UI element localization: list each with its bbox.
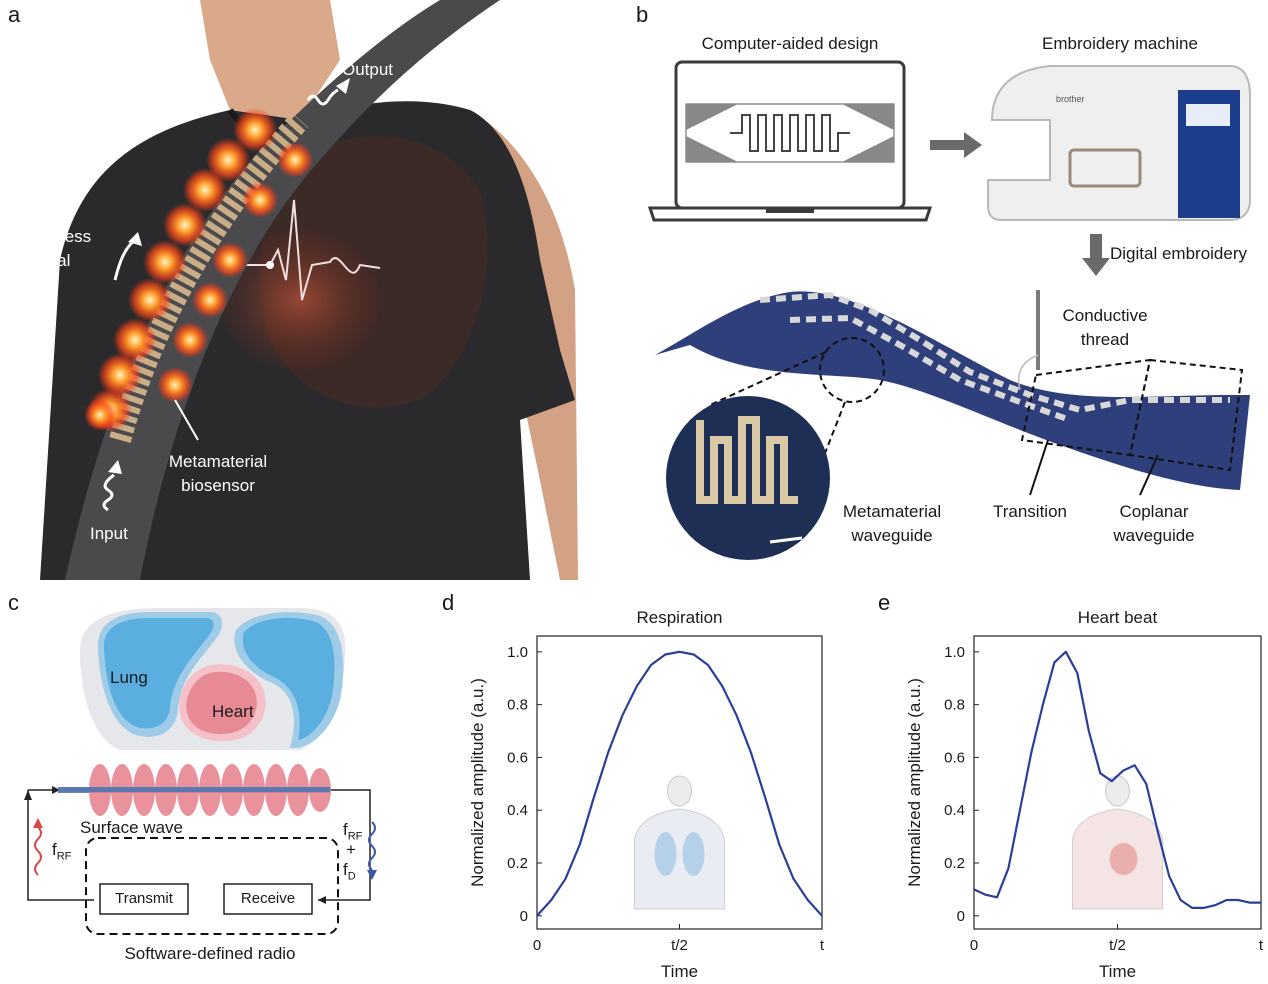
metamaterial-waveguide-label-1: Metamaterial — [842, 502, 942, 521]
chart-e-title: Heart beat — [1078, 608, 1158, 627]
f-rf-right-symbol: f — [343, 820, 348, 839]
panel-c: c Lung Heart Surface wave fRF fRF + fD T… — [0, 590, 380, 984]
conductive-thread-label-2: thread — [1080, 330, 1130, 349]
coplanar-waveguide-label-1: Coplanar — [1119, 502, 1189, 521]
heart-label: Heart — [212, 702, 254, 721]
chart-e-ytick-label: 0.8 — [944, 697, 965, 714]
panel-b: b Computer-aided design Embroidery machi… — [630, 0, 1268, 580]
f-rf-left-subscript: RF — [56, 850, 72, 863]
f-rf-right-subscript: RF — [347, 830, 363, 843]
chart-e-inset-heart — [1109, 843, 1138, 875]
receive-box — [223, 883, 313, 915]
panel-c-letter: c — [8, 590, 19, 615]
chart-e-ytick-label: 0 — [957, 908, 965, 925]
surface-wave-label: Surface wave — [80, 818, 183, 837]
digital-embroidery-label: Digital embroidery — [1110, 244, 1247, 263]
panel-e-letter: e — [878, 590, 891, 615]
panel-b-letter: b — [636, 2, 649, 27]
transmit-box — [99, 883, 189, 915]
f-rf-left-symbol: f — [52, 840, 57, 859]
panel-b-illustration — [647, 60, 1251, 560]
chart-e-frame — [973, 635, 1262, 930]
chart-e-series-line — [973, 650, 1261, 909]
chart-d-xlabel: Time — [661, 962, 698, 981]
chart-d-title: Respiration — [637, 608, 723, 627]
chart-d-inset-torso — [634, 808, 725, 910]
sdr-label: Software-defined radio — [124, 944, 296, 963]
chart-d-xtick-label: 0 — [533, 937, 541, 954]
chart-e-xtick-label: t/2 — [1109, 937, 1126, 954]
plus-label: + — [346, 840, 356, 859]
chart-e-inset-head — [1105, 775, 1130, 807]
metamaterial-biosensor-label-1: Metamaterial — [168, 452, 268, 471]
chart-d-ytick-label: 0.4 — [507, 802, 528, 819]
chart-e-xtick-label: t — [1259, 937, 1264, 954]
f-rf-left-label: fRF — [52, 838, 71, 868]
output-label: Output — [342, 60, 394, 79]
chart-d-xtick-label: t — [820, 937, 825, 954]
metamaterial-waveguide-label-2: waveguide — [851, 526, 933, 545]
f-d-symbol: f — [343, 860, 348, 879]
cad-label: Computer-aided design — [701, 34, 879, 53]
chart-e-ytick-label: 0.4 — [944, 802, 965, 819]
panel-d-letter: d — [442, 590, 455, 615]
chart-d-ylabel: Normalized amplitude (a.u.) — [468, 678, 487, 887]
chart-d-inset-lung-left — [654, 832, 677, 876]
chart-e-ylabel: Normalized amplitude (a.u.) — [905, 678, 924, 887]
chart-d-ytick-label: 0 — [520, 908, 528, 925]
chart-d-xtick-label: t/2 — [671, 937, 688, 954]
chart-e-xtick-label: 0 — [970, 937, 978, 954]
chart-e-xlabel: Time — [1099, 962, 1136, 981]
chart-d-inset-lung-right — [682, 832, 705, 876]
chart-e-ytick-label: 1.0 — [944, 644, 965, 661]
conductive-thread-label-1: Conductive — [1062, 306, 1148, 325]
chart-d-frame — [536, 635, 823, 930]
panel-a-illustration — [0, 0, 580, 580]
f-d-subscript: D — [347, 870, 356, 883]
panel-c-illustration — [24, 608, 377, 935]
input-label: Input — [90, 524, 128, 543]
chart-d-ytick-label: 1.0 — [507, 644, 528, 661]
wireless-signal-label-2: signal — [26, 251, 71, 270]
chart-d-series-line — [536, 650, 823, 917]
chart-d-ytick-label: 0.6 — [507, 749, 528, 766]
f-d-label: fD — [343, 858, 356, 888]
panel-a-letter: a — [8, 2, 21, 27]
chart-d-ytick-label: 0.8 — [507, 697, 528, 714]
lung-label: Lung — [110, 668, 148, 687]
chart-d-ytick-label: 0.2 — [507, 855, 528, 872]
chart-d-inset-head — [667, 775, 692, 807]
metamaterial-biosensor-label-2: biosensor — [181, 476, 255, 495]
embroidery-machine-label: Embroidery machine — [1042, 34, 1198, 53]
wireless-signal-label-1: Wireless — [26, 227, 92, 246]
chart-e-inset-torso — [1072, 808, 1163, 910]
chart-e-ytick-label: 0.2 — [944, 855, 965, 872]
panel-a: a Output Wireless signal Metamaterial bi… — [0, 0, 580, 580]
receive-label: Receive — [240, 890, 296, 907]
transition-label: Transition — [992, 502, 1067, 521]
f-rf-right-label: fRF — [343, 818, 362, 848]
transmit-label: Transmit — [115, 890, 173, 907]
chart-e-ytick-label: 0.6 — [944, 749, 965, 766]
machine-brand-logo: brother — [1056, 94, 1085, 104]
coplanar-waveguide-label-2: waveguide — [1113, 526, 1195, 545]
